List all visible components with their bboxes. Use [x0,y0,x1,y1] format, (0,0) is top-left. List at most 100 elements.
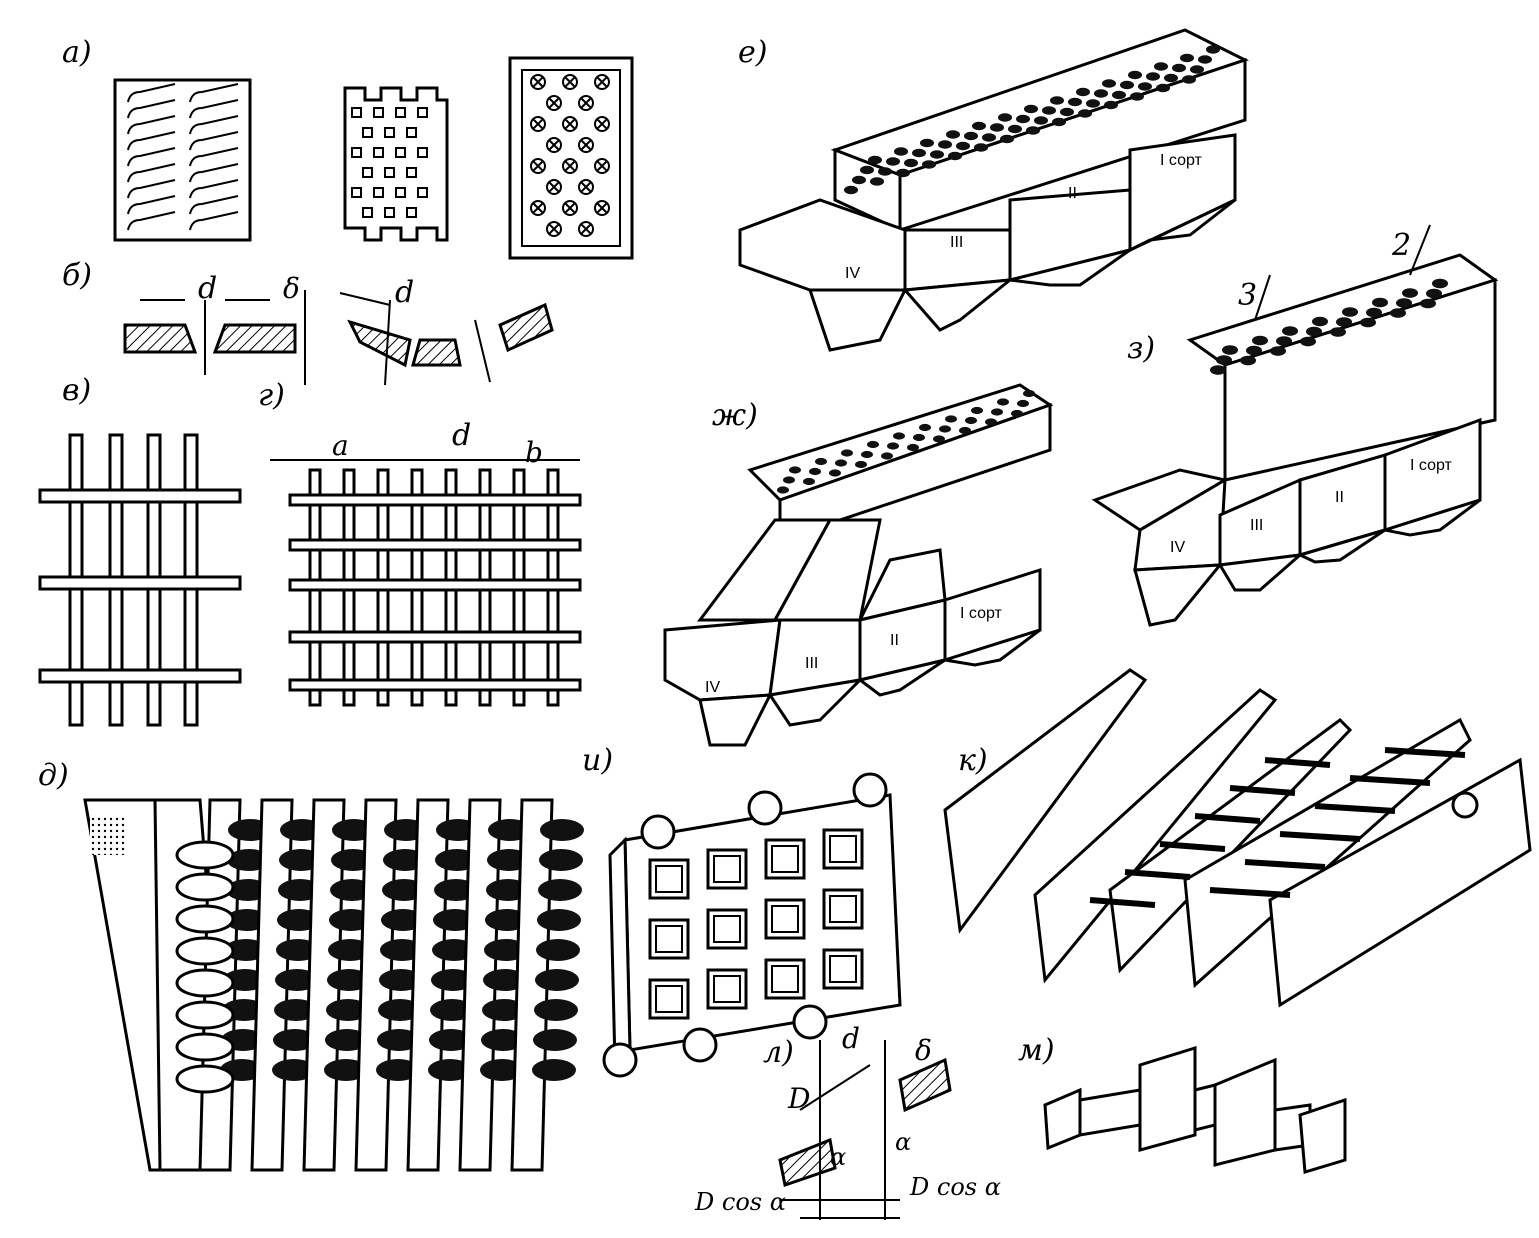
square-hole [406,127,417,138]
label-k: к) [958,743,988,778]
sieve-hole [1154,62,1168,71]
sieve-hole [1068,97,1082,107]
sieve-hole [912,148,926,158]
x-hole [530,158,546,174]
sieve-hole [1026,126,1040,135]
square-hole [395,107,406,118]
panel-e-sorting-box: е) IV III II I сорт [738,28,1249,352]
square-hole [351,147,362,158]
square-hole [373,147,384,158]
x-hole [530,200,546,216]
x-hole-cross [596,118,608,130]
x-hole-cross [548,181,560,193]
sieve-hole [1017,399,1029,408]
sieve-hole [1060,107,1074,117]
sieve-hole [894,147,908,156]
rod [1244,859,1326,870]
square-hole [384,167,395,178]
rod [1314,803,1396,814]
grain [272,1059,316,1081]
slot [127,211,176,231]
label-zh: ж) [712,398,758,433]
sieve-hole [893,432,905,440]
bin-e-iv: IV [845,265,860,282]
slotted-plate [113,78,252,242]
dim-delta-1: δ [283,272,300,305]
sieve-hole [783,476,795,484]
square-hole [351,107,362,118]
sieve-hole [964,131,978,141]
panel-k-rod-screen: к) [943,668,1532,1008]
sieve-hole [920,138,934,148]
square-hole [362,127,373,138]
grain [538,879,582,901]
plate-cell-inner [713,915,741,943]
bin-z-i: I сорт [1410,457,1453,474]
sieve-hole [1112,90,1126,100]
label-m: м) [1018,1033,1055,1068]
plate-cell-inner [829,835,857,863]
sieve-hole [1312,316,1328,327]
sieve-hole [1432,278,1448,289]
sieve-hole [1102,79,1116,88]
sieve-hole [1190,65,1204,74]
sieve-hole [1342,307,1358,317]
sieve-hole [881,452,893,460]
slot [189,163,239,183]
sieve-hole [1240,355,1256,366]
label-a: а) [62,35,92,70]
slot [189,179,239,199]
x-hole-cross [532,202,544,214]
sieve-hole [1300,336,1316,347]
x-hole-cross [532,160,544,172]
label-d-panel: д) [38,758,69,793]
panel-m-rod-assembly: м) [1018,1033,1347,1174]
sieve-hole [1050,96,1064,105]
slot [189,115,239,135]
sieve-hole [946,130,960,139]
x-hole-cross [548,97,560,109]
sieve-hole [1390,308,1406,318]
plate-cell-inner [771,905,799,933]
sieve-hole [868,155,882,165]
slot [127,195,176,215]
bin-z-ii: II [1335,489,1344,506]
sieve-hole [844,185,858,195]
sieve-hole [1372,297,1388,308]
slot [189,147,239,167]
x-hole [530,116,546,132]
square-hole-plate [343,86,449,242]
rod [1209,887,1291,898]
sieve-hole [1034,116,1048,125]
dim-alpha-2: α [895,1128,911,1156]
panel-a-perforated-plates: а) [62,35,634,260]
x-hole-cross [532,118,544,130]
label-g: г) [258,378,285,413]
square-hole [417,147,428,158]
slot [127,83,176,103]
sieve-hole [972,121,986,131]
grain [480,1059,524,1081]
dim-d-2: d [395,275,414,310]
sieve-hole [1396,298,1412,308]
bin-e-iii: III [950,234,963,251]
dim-Dcos-right: D cos α [909,1173,1001,1201]
sieve-hole [829,469,841,477]
panel-z-sorting-box: з) 2 3 IV III II I сорт [1091,224,1499,627]
slot [189,99,239,119]
slot [189,211,239,231]
x-hole [546,221,562,237]
dim-delta-2: δ [915,1034,932,1067]
plate-cell-inner [829,955,857,983]
x-hole [546,179,562,195]
sieve-hole [1206,45,1220,54]
panel-v-woven-mesh: в) [38,373,242,727]
bin-e-i: I сорт [1160,152,1203,169]
bin-zh-i: I сорт [960,605,1003,622]
x-hole [562,158,578,174]
sieve-hole [945,415,957,423]
bin-zh-iv: IV [705,679,720,696]
sieve-hole [852,175,866,185]
label-b: б) [62,258,92,293]
sieve-hole [965,416,977,425]
